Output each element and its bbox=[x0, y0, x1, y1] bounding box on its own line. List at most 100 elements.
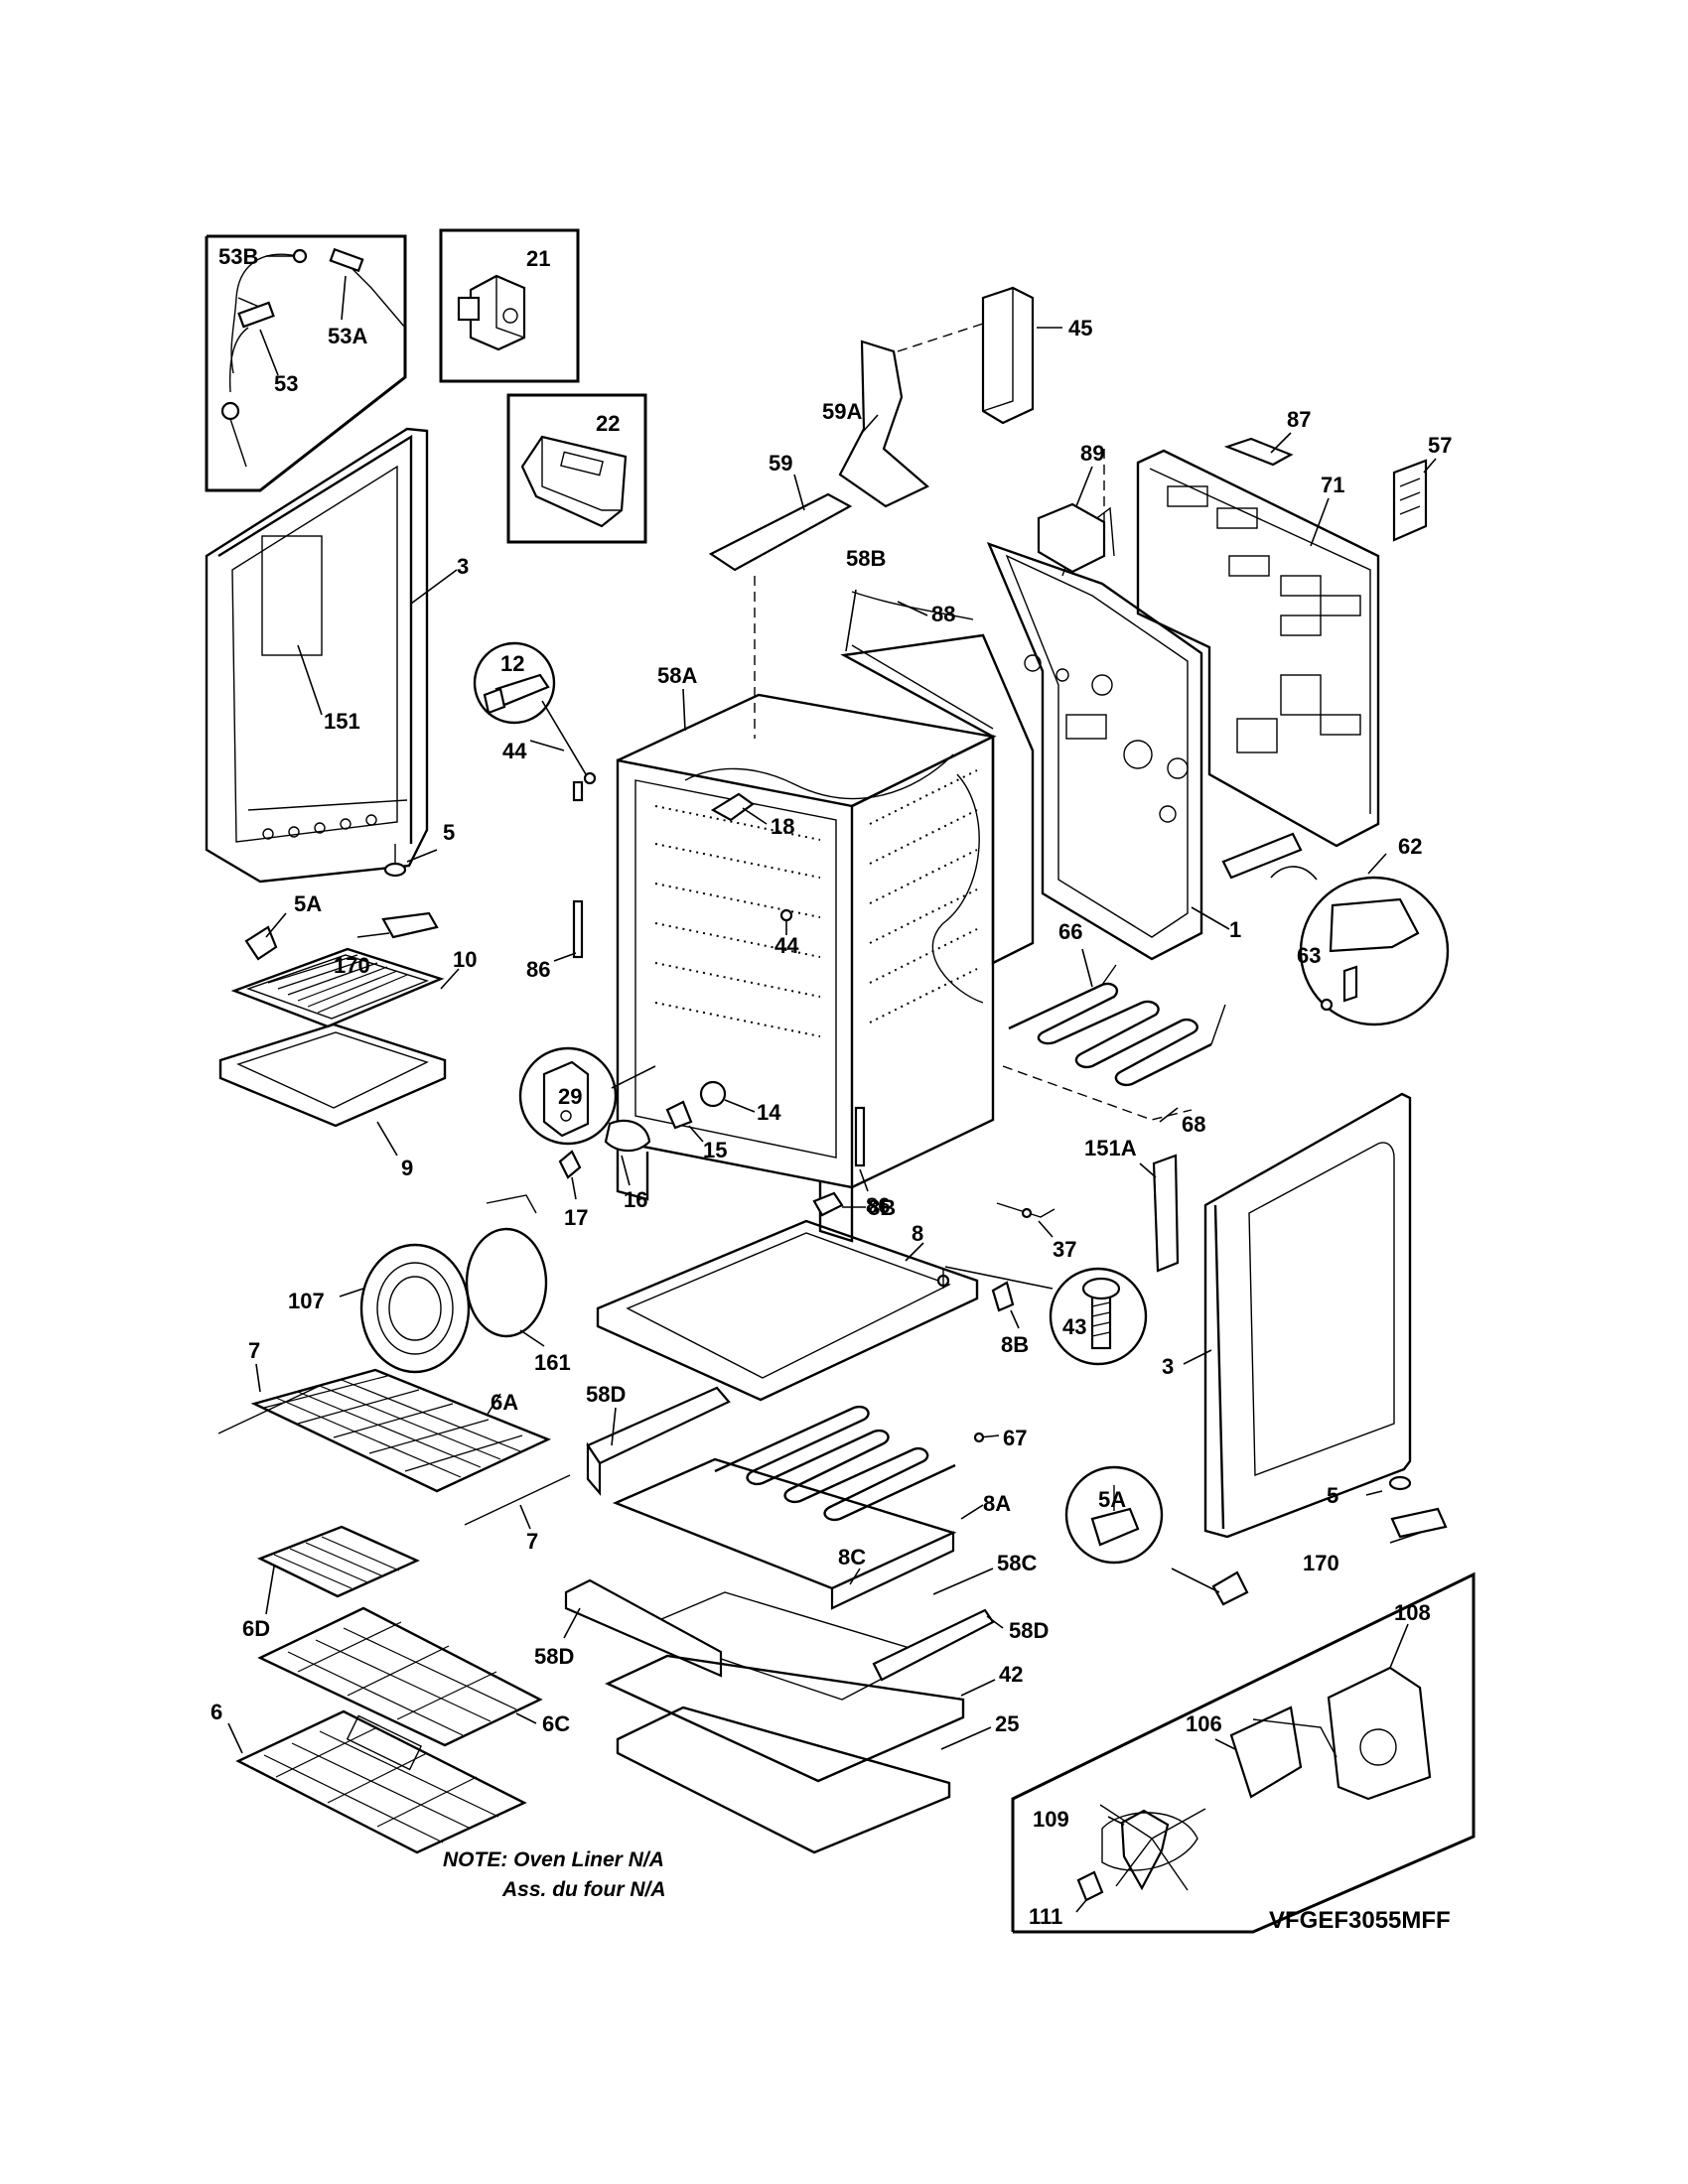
label-7-top: 7 bbox=[248, 1338, 260, 1363]
label-16: 16 bbox=[624, 1187, 647, 1212]
label-53B: 53B bbox=[218, 244, 258, 269]
bracket-89 bbox=[1037, 466, 1106, 574]
back-panel bbox=[986, 449, 1230, 961]
insulation-58D-top bbox=[586, 1386, 731, 1496]
bracket-87 bbox=[1223, 432, 1294, 467]
wire-37 bbox=[996, 1202, 1055, 1238]
label-109: 109 bbox=[1033, 1807, 1069, 1832]
label-5A-right: 5A bbox=[1098, 1487, 1126, 1512]
label-14: 14 bbox=[757, 1100, 781, 1125]
note-line-1: NOTE: Oven Liner N/A bbox=[443, 1848, 664, 1871]
label-66: 66 bbox=[1058, 919, 1082, 944]
label-53A: 53A bbox=[328, 324, 367, 348]
label-5-left: 5 bbox=[443, 820, 455, 845]
side-panel-left bbox=[205, 427, 458, 884]
label-86-left: 86 bbox=[526, 957, 550, 982]
panel-25 bbox=[616, 1706, 992, 1854]
label-12: 12 bbox=[500, 651, 524, 676]
label-8A: 8A bbox=[983, 1491, 1011, 1516]
callout-62 bbox=[1221, 832, 1450, 1026]
label-58D-top: 58D bbox=[586, 1382, 626, 1407]
part-labels: 53B 53A 53 21 22 45 59A 59 87 57 89 71 5… bbox=[211, 244, 1452, 1929]
inset-box-21 bbox=[439, 228, 580, 383]
lamp-parts bbox=[558, 1080, 756, 1200]
label-18: 18 bbox=[771, 814, 794, 839]
label-58D-left: 58D bbox=[534, 1644, 574, 1669]
rear-cover bbox=[1136, 449, 1380, 848]
label-62: 62 bbox=[1398, 834, 1422, 859]
label-15: 15 bbox=[703, 1138, 727, 1162]
duct-59A bbox=[838, 323, 984, 508]
callout-12 bbox=[473, 641, 597, 802]
oven-rack-6D bbox=[257, 1525, 420, 1615]
drawer-pan bbox=[596, 1191, 1054, 1402]
oven-rack-6A bbox=[217, 1363, 571, 1530]
label-10: 10 bbox=[453, 947, 477, 972]
inset-box-22 bbox=[506, 393, 647, 544]
broil-pan-insert bbox=[230, 947, 460, 1028]
bracket-151A bbox=[1139, 1154, 1180, 1273]
label-87: 87 bbox=[1287, 407, 1311, 432]
duct-45 bbox=[981, 286, 1062, 425]
wire-88 bbox=[851, 591, 974, 620]
label-6: 6 bbox=[211, 1700, 222, 1724]
oven-rack-6C bbox=[257, 1606, 543, 1747]
label-9: 9 bbox=[401, 1156, 413, 1180]
filter-57 bbox=[1392, 458, 1437, 542]
label-6C: 6C bbox=[542, 1711, 570, 1736]
label-37: 37 bbox=[1053, 1237, 1076, 1262]
label-58D-right: 58D bbox=[1009, 1618, 1049, 1643]
label-42: 42 bbox=[999, 1662, 1023, 1687]
oven-cavity bbox=[616, 688, 997, 1243]
inset-fan-assembly bbox=[1011, 1571, 1476, 1934]
clip-18 bbox=[710, 792, 793, 935]
label-43: 43 bbox=[1062, 1314, 1086, 1339]
label-29: 29 bbox=[558, 1084, 582, 1109]
bracket-86-right bbox=[854, 1106, 869, 1192]
bracket-86-left bbox=[553, 899, 584, 962]
label-108: 108 bbox=[1394, 1600, 1431, 1625]
label-22: 22 bbox=[596, 411, 620, 436]
label-151A: 151A bbox=[1084, 1136, 1137, 1160]
label-5-right: 5 bbox=[1327, 1483, 1338, 1508]
label-68: 68 bbox=[1182, 1112, 1205, 1137]
drawer-liner-8A bbox=[612, 1457, 984, 1610]
label-45: 45 bbox=[1068, 316, 1092, 341]
label-67: 67 bbox=[1003, 1426, 1027, 1450]
label-53: 53 bbox=[274, 371, 298, 396]
label-59: 59 bbox=[769, 451, 792, 476]
label-57: 57 bbox=[1428, 433, 1452, 458]
callout-29 bbox=[518, 1046, 656, 1146]
gasket-161 bbox=[465, 1194, 548, 1347]
label-58B: 58B bbox=[846, 546, 886, 571]
label-7-bot: 7 bbox=[526, 1529, 538, 1554]
label-170-left: 170 bbox=[334, 953, 370, 978]
diagram-note: NOTE: Oven Liner N/A Ass. du four N/A bbox=[443, 1848, 666, 1901]
label-59A: 59A bbox=[822, 399, 862, 424]
note-line-2: Ass. du four N/A bbox=[501, 1878, 666, 1901]
fan-cover bbox=[339, 1243, 471, 1374]
label-58A: 58A bbox=[657, 663, 697, 688]
leveling-leg-left bbox=[244, 844, 439, 961]
label-3-right: 3 bbox=[1162, 1354, 1174, 1379]
label-107: 107 bbox=[288, 1289, 325, 1313]
duct-59 bbox=[708, 474, 853, 739]
model-number: VFGEF3055MFF bbox=[1269, 1907, 1451, 1934]
label-8: 8 bbox=[912, 1221, 923, 1246]
label-21: 21 bbox=[526, 246, 550, 271]
label-6D: 6D bbox=[242, 1616, 270, 1641]
label-63: 63 bbox=[1297, 943, 1321, 968]
label-5A-left: 5A bbox=[294, 891, 322, 916]
label-25: 25 bbox=[995, 1711, 1019, 1736]
leveling-leg-right bbox=[1064, 1465, 1448, 1606]
label-8B-bot: 8B bbox=[1001, 1332, 1029, 1357]
label-88: 88 bbox=[931, 602, 955, 626]
label-1: 1 bbox=[1229, 917, 1241, 942]
label-170-right: 170 bbox=[1303, 1551, 1339, 1575]
label-3-left: 3 bbox=[457, 554, 469, 579]
panel-42 bbox=[605, 1654, 996, 1783]
broil-pan bbox=[218, 1023, 447, 1157]
label-111: 111 bbox=[1029, 1904, 1062, 1929]
label-17: 17 bbox=[564, 1205, 588, 1230]
